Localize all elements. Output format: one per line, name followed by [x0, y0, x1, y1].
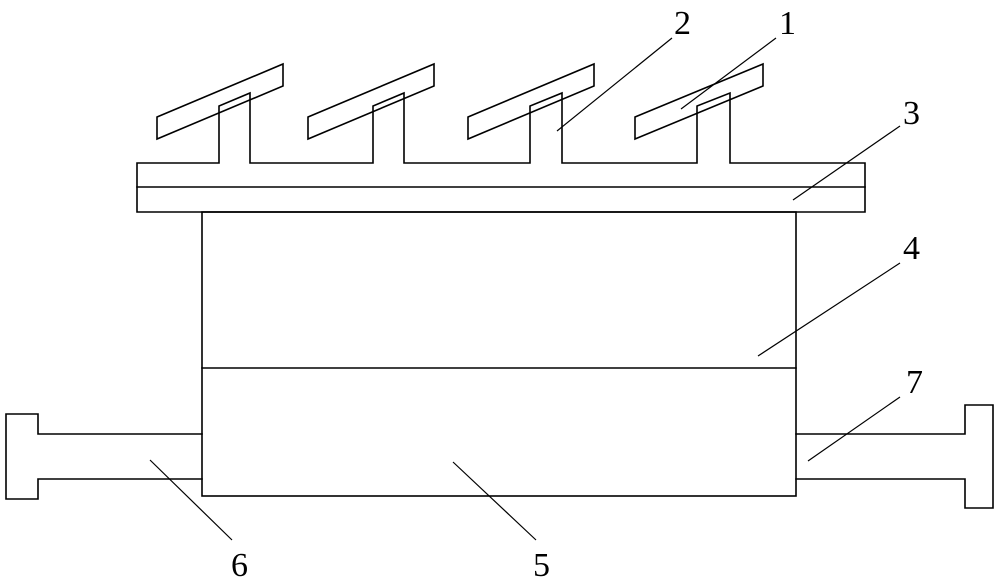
label-1: 1 [779, 5, 796, 42]
right-pipe [795, 404, 994, 509]
leader-6 [149, 459, 233, 541]
leader-2 [556, 37, 673, 132]
label-6: 6 [231, 547, 248, 580]
panel-group [156, 62, 764, 141]
label-2: 2 [674, 5, 691, 42]
leader-3 [792, 125, 901, 201]
panel-1 [156, 62, 284, 141]
label-5: 5 [533, 547, 550, 580]
leader-lines [149, 37, 901, 541]
panel-4 [634, 62, 764, 141]
panel-2 [307, 62, 435, 141]
leader-1 [680, 37, 777, 110]
left-pipe [5, 413, 203, 500]
label-4: 4 [903, 230, 920, 267]
panel-3 [467, 62, 595, 141]
top-plate-with-posts [136, 91, 866, 213]
label-3: 3 [903, 95, 920, 132]
leader-5 [452, 461, 537, 541]
label-7: 7 [906, 364, 923, 401]
main-box [201, 211, 797, 497]
leader-4 [757, 262, 901, 357]
labels: 1 2 3 4 5 6 7 [231, 5, 923, 580]
leader-7 [807, 396, 901, 462]
